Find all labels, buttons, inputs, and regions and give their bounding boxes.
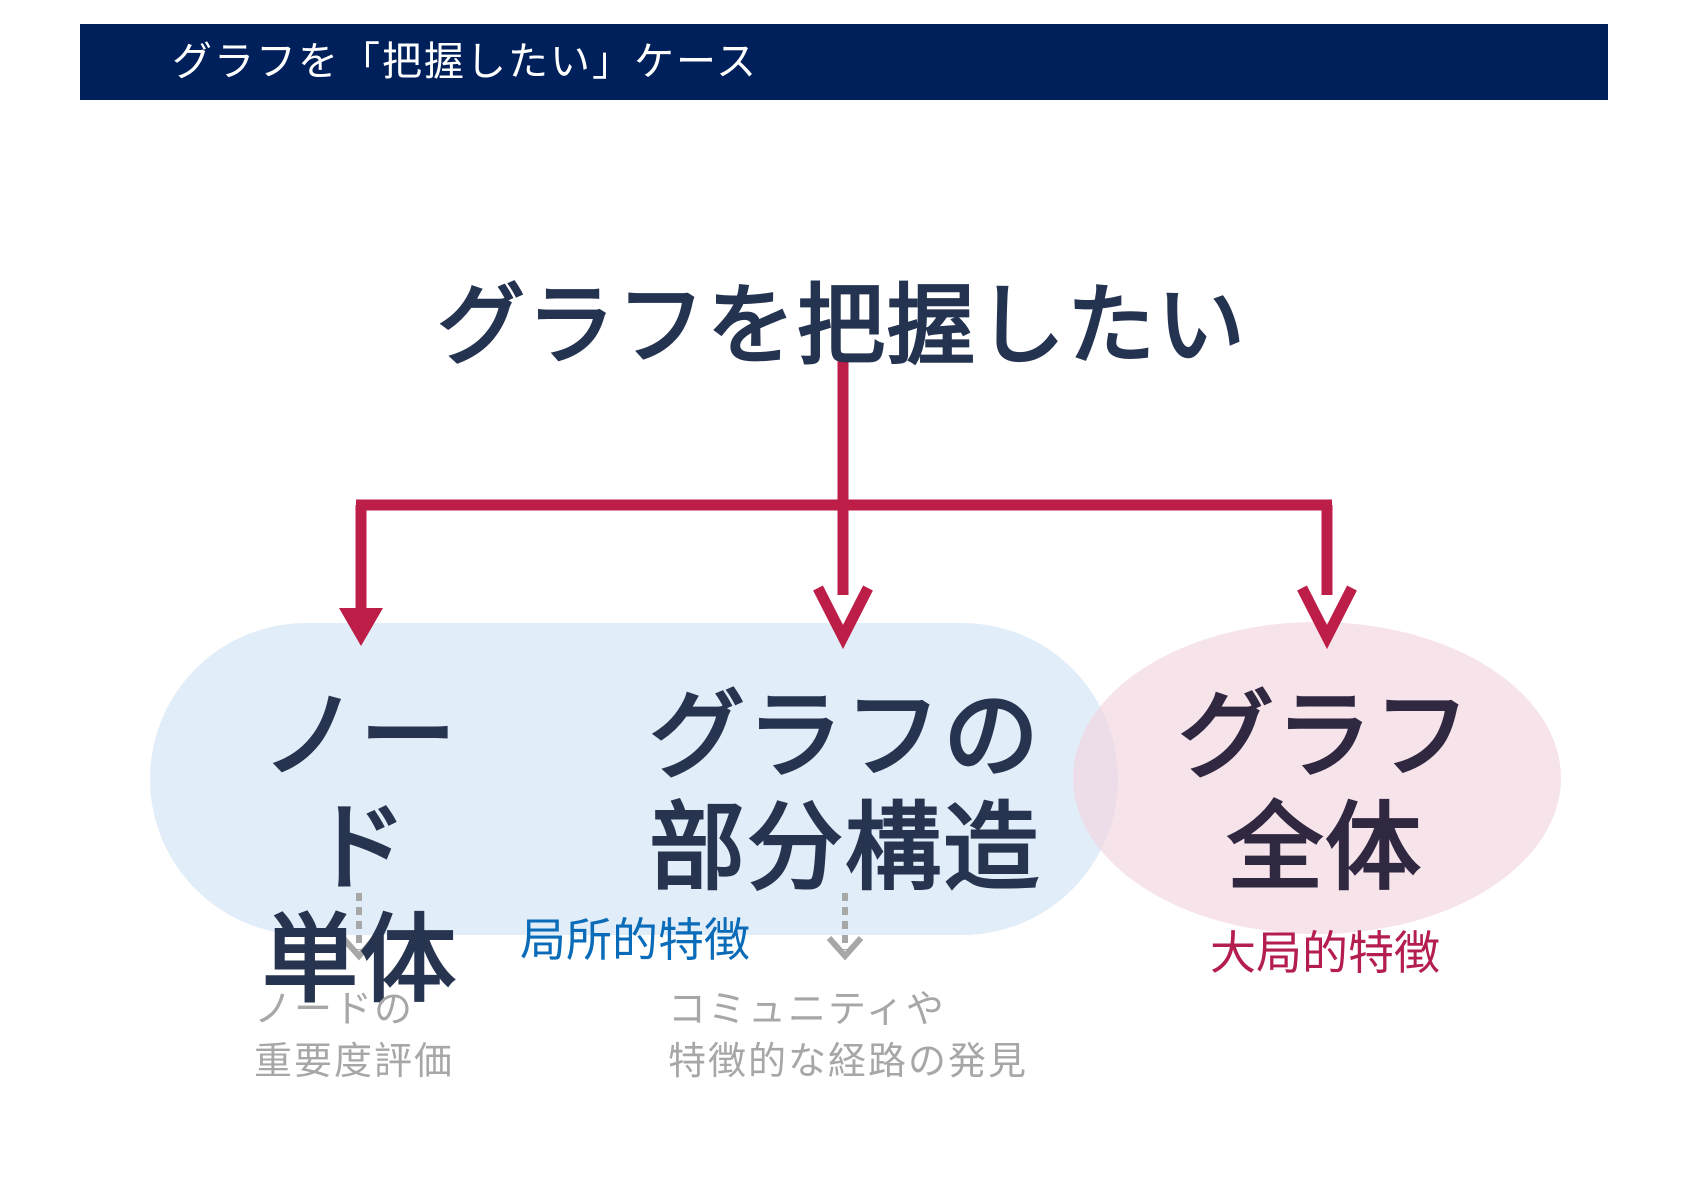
node-label-line2: 単体 xyxy=(262,904,458,1016)
dashed-arrow-middle-head xyxy=(826,936,864,961)
node-label-line2: 部分構造 xyxy=(649,792,1041,904)
header-title: グラフを「把握したい」ケース xyxy=(172,39,758,85)
local-feature-label: 局所的特徴 xyxy=(520,913,750,967)
arrowhead-right xyxy=(1297,585,1357,650)
global-feature-region xyxy=(1073,622,1561,934)
header-bar: グラフを「把握したい」ケース xyxy=(80,24,1608,100)
outcome-line2: 特徴的な経路の発見 xyxy=(668,1039,1029,1083)
dashed-arrows xyxy=(340,893,864,961)
node-label-line1: ノード xyxy=(262,680,458,904)
outcome-community-discovery: コミュニティや 特徴的な経路の発見 xyxy=(668,983,1028,1087)
outcome-line2: 重要度評価 xyxy=(254,1039,455,1083)
node-label-substructure: グラフの 部分構造 xyxy=(640,680,1050,904)
outcome-line1: コミュニティや xyxy=(668,987,946,1031)
outcome-line1: ノードの xyxy=(254,987,415,1031)
node-label-line1: グラフ xyxy=(1178,680,1472,792)
dashed-arrow-left-head xyxy=(340,936,378,961)
global-feature-label: 大局的特徴 xyxy=(1210,926,1440,980)
node-label-line1: グラフの xyxy=(649,680,1041,792)
outcome-node-importance: ノードの 重要度評価 xyxy=(254,983,454,1087)
node-label-single-node: ノード 単体 xyxy=(220,680,500,1016)
root-heading: グラフを把握したい xyxy=(436,274,1247,377)
arrowhead-left xyxy=(339,608,383,646)
node-label-line2: 全体 xyxy=(1227,792,1423,904)
local-feature-region xyxy=(150,623,1118,935)
arrowhead-middle xyxy=(813,585,873,650)
node-label-whole-graph: グラフ 全体 xyxy=(1160,680,1490,904)
branch-arrows xyxy=(355,356,1357,650)
